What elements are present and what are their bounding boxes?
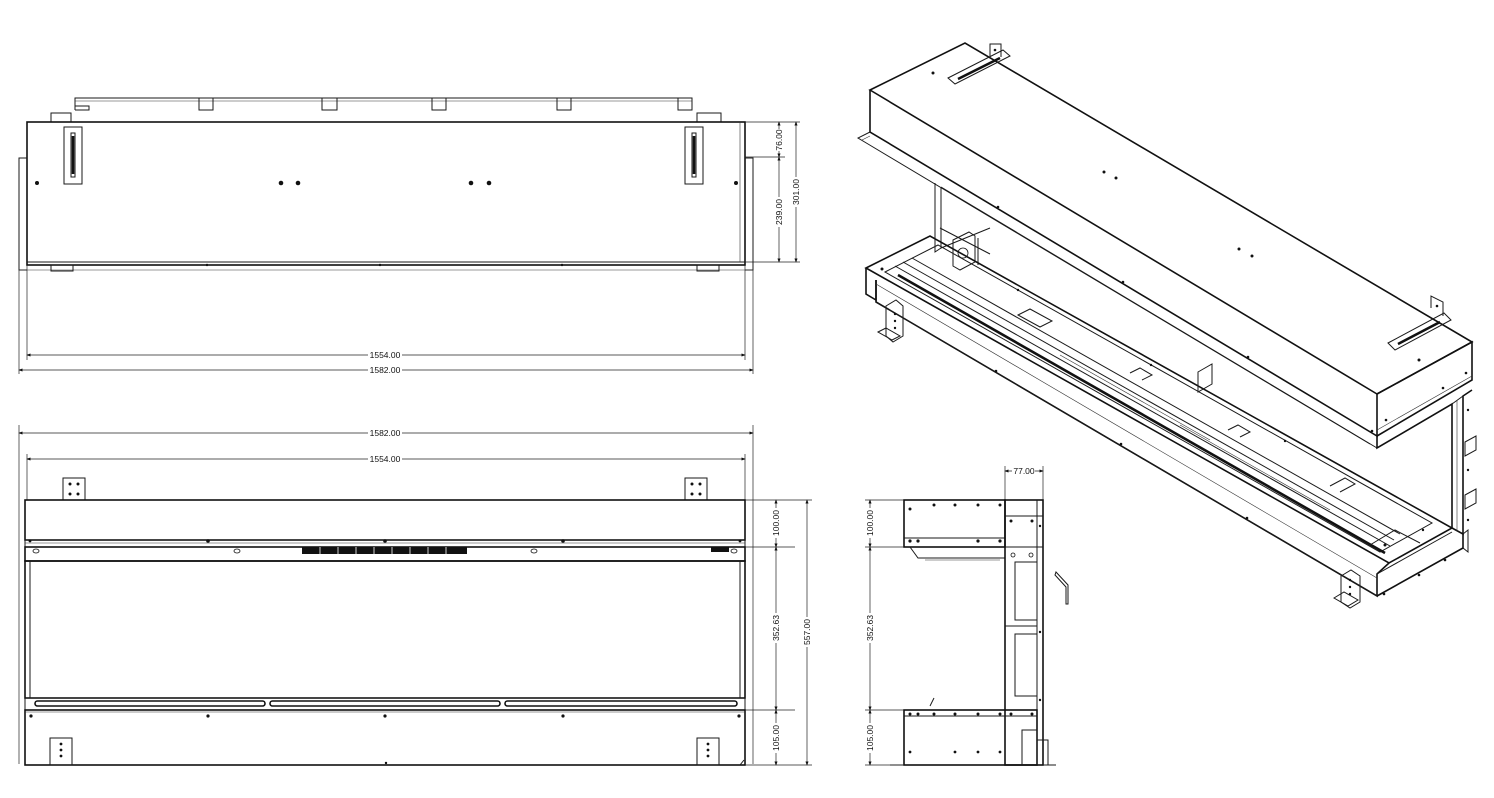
top-dim-76: 76.00 [774,129,784,151]
front-dim-557: 557.00 [802,619,812,645]
side-view: 77.00 [863,466,1069,766]
front-dim-352: 352.63 [771,615,781,641]
top-dim-1554: 1554.00 [370,350,401,360]
front-dim-100: 100.00 [771,510,781,536]
side-dim-77: 77.00 [1013,466,1035,476]
front-dim-1554: 1554.00 [370,454,401,464]
isometric-view [856,42,1477,609]
side-dim-100: 100.00 [865,510,875,536]
front-dim-1582: 1582.00 [370,428,401,438]
top-dim-1582: 1582.00 [370,365,401,375]
top-dim-239: 239.00 [774,199,784,225]
side-dim-352: 352.63 [865,615,875,641]
top-dim-301: 301.00 [791,179,801,205]
side-dim-105: 105.00 [865,725,875,751]
top-view: 76.00 239.00 301.00 1554.00 1582.00 [18,97,803,375]
front-dim-105: 105.00 [771,725,781,751]
front-view: 1582.00 1554.00 [18,425,814,766]
